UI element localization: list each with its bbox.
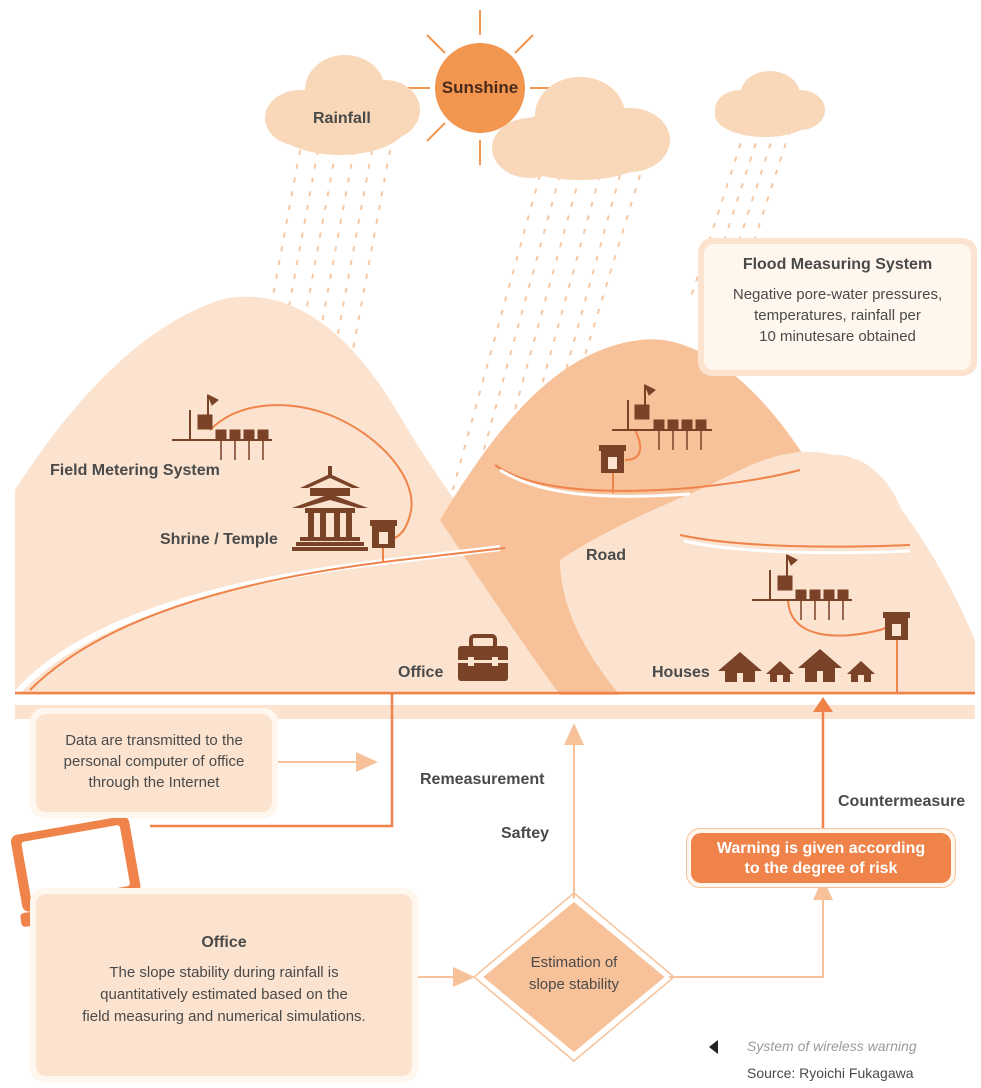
data-transmitted-box: Data are transmitted to the personal com… xyxy=(30,708,278,818)
office-box-title: Office xyxy=(201,934,247,951)
cloud-icon xyxy=(492,77,670,180)
remeasurement-label: Remeasurement xyxy=(420,771,545,788)
office-box-line-1: The slope stability during rainfall is xyxy=(109,964,339,981)
house-icon xyxy=(847,661,875,682)
station-icon xyxy=(370,520,397,548)
station-icon xyxy=(599,445,626,473)
office-cable xyxy=(150,693,394,828)
sensor-icon xyxy=(752,553,852,620)
sensor-icon xyxy=(612,383,712,450)
sensor-icon xyxy=(172,393,272,460)
office-map-label: Office xyxy=(398,664,444,681)
estimation-line-2: slope stability xyxy=(528,976,620,993)
cable-left xyxy=(209,404,413,541)
sun-icon xyxy=(405,10,555,165)
house-icon xyxy=(766,661,794,682)
saftey-label: Saftey xyxy=(501,825,550,842)
terrain xyxy=(12,296,975,697)
rainfall-label: Rainfall xyxy=(313,110,371,127)
shrine-temple-label: Shrine / Temple xyxy=(160,531,278,548)
caption-marker-icon xyxy=(709,1040,718,1054)
estimation-text: Estimation of slope stability xyxy=(504,952,644,996)
sunshine-label: Sunshine xyxy=(441,78,519,97)
caption-source: Source: Ryoichi Fukagawa xyxy=(747,1065,914,1081)
flood-box-line-2: temperatures, rainfall per xyxy=(754,307,921,324)
flood-box-line-3: 10 minutesare obtained xyxy=(759,328,916,345)
warning-box: Warning is given according to the degree… xyxy=(686,828,956,888)
data-box-line-2: personal computer of office xyxy=(63,753,245,770)
flood-measuring-box: Flood Measuring System Negative pore-wat… xyxy=(698,238,977,376)
field-metering-label: Field Metering System xyxy=(50,462,220,479)
houses-label: Houses xyxy=(652,664,710,681)
office-box: Office The slope stability during rainfa… xyxy=(30,888,418,1082)
cloud-icon xyxy=(265,55,420,155)
countermeasure-label: Countermeasure xyxy=(838,793,966,810)
estimation-diamond-outline xyxy=(472,892,676,1062)
flood-box-line-1: Negative pore-water pressures, xyxy=(732,286,943,303)
office-box-line-3: field measuring and numerical simulation… xyxy=(82,1008,366,1025)
data-box-line-3: through the Internet xyxy=(88,774,220,791)
warning-line-1: Warning is given according xyxy=(716,840,926,857)
shrine-icon xyxy=(292,466,368,551)
briefcase-icon xyxy=(458,634,508,681)
caption-title: System of wireless warning xyxy=(747,1038,917,1054)
flood-box-title: Flood Measuring System xyxy=(742,256,933,273)
office-box-line-2: quantitatively estimated based on the xyxy=(100,986,348,1003)
estimation-line-1: Estimation of xyxy=(530,954,618,971)
house-icon xyxy=(798,649,842,682)
warning-line-2: to the degree of risk xyxy=(744,860,898,877)
arrow-countermeasure-head xyxy=(813,697,833,712)
data-box-line-1: Data are transmitted to the xyxy=(65,732,243,749)
cable-right-top xyxy=(624,429,642,461)
road-label: Road xyxy=(586,547,626,564)
arrow-diamond-to-warning xyxy=(660,878,833,978)
estimation-diamond xyxy=(478,898,670,1056)
house-icon xyxy=(718,652,762,682)
station-icon xyxy=(883,612,910,640)
cloud-icon xyxy=(715,71,825,137)
